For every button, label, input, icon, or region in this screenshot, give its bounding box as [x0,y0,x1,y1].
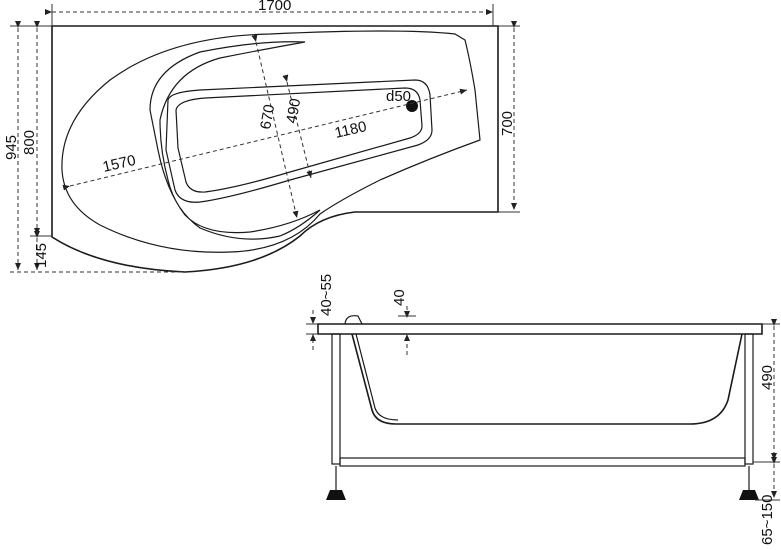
tub-body-side [351,333,743,425]
right-foot [739,490,759,500]
dim-right-depth: 700 [499,111,516,136]
frame-crossbar [339,457,746,467]
dim-overall-width: 945 [3,135,20,160]
dim-outer-inner-width: 670 [257,103,278,131]
top-view: 1700 945 800 145 700 1570 1180 670 490 d… [3,0,520,273]
tub-rim-side [317,323,763,335]
left-foot [326,490,346,500]
tub-inner-shell [149,41,321,240]
tub-body-inner-side [355,333,399,421]
frame-right-leg [744,333,754,465]
dim-inner-width: 490 [283,97,304,125]
tub-rim-outline [61,30,481,253]
dim-corner-offset: 145 [33,243,50,268]
drain-diameter-label: d50 [386,88,411,105]
dim-diagonal-length: 1570 [101,152,137,176]
dim-rim-offset: 40~55 [318,274,335,316]
tub-outer-outline [51,25,499,273]
dim-inner-length: 1180 [333,118,368,142]
dim-overall-length: 1700 [258,0,291,14]
side-view: 40~55 40 490 65~150 [306,274,780,545]
frame-left-leg [331,333,341,465]
dim-rim-thickness: 40 [391,289,408,306]
dim-height: 490 [759,365,776,390]
tub-rim-lip [344,315,363,325]
dim-leg-adjust: 65~150 [759,495,776,545]
dim-side-width: 800 [21,130,38,155]
